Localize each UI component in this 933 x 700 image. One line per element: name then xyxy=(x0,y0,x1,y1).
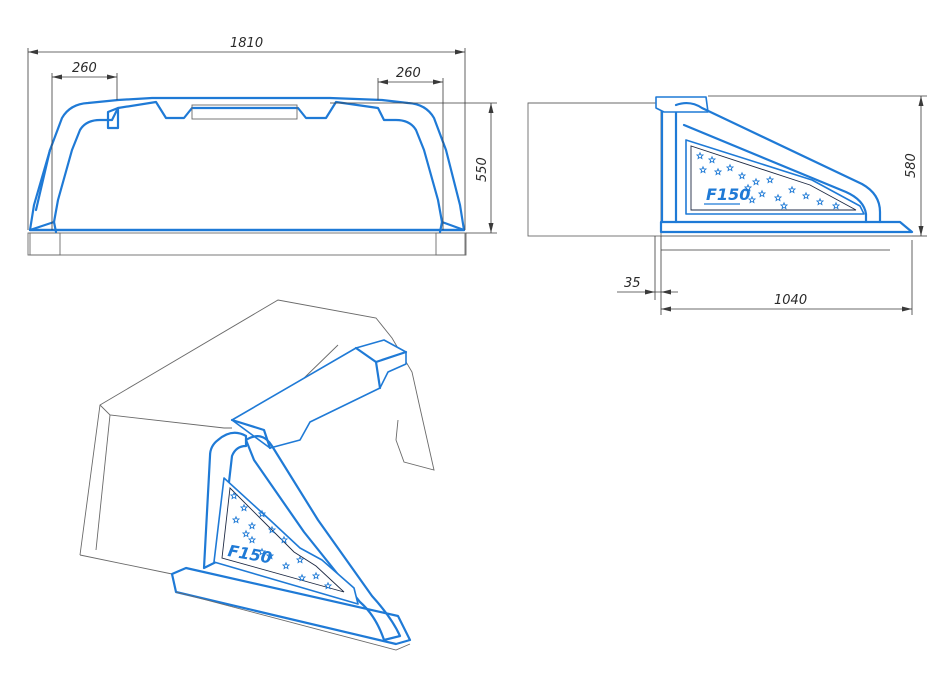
side-diagonal-tube xyxy=(674,101,882,224)
side-view: F150 xyxy=(527,96,914,251)
star-icon xyxy=(831,201,841,210)
star-icon xyxy=(747,195,757,204)
star-icon xyxy=(229,491,239,500)
iso-top-crossbar xyxy=(231,339,407,449)
star-icon xyxy=(779,201,789,210)
star-icon xyxy=(267,525,277,534)
iso-star-panel xyxy=(213,477,359,605)
front-left-base xyxy=(28,220,58,234)
star-icon xyxy=(698,165,708,174)
star-icon xyxy=(787,185,797,194)
front-light-bar xyxy=(191,104,298,120)
star-icon xyxy=(801,191,811,200)
star-icon xyxy=(247,521,257,530)
star-icon xyxy=(257,547,267,556)
front-dimensions: 1810 260 260 550 xyxy=(27,36,497,234)
dim-front-height: 550 xyxy=(475,157,490,182)
star-icon xyxy=(257,509,267,518)
star-icon xyxy=(757,189,767,198)
front-left-tube-highlight xyxy=(34,148,52,212)
front-view xyxy=(27,96,467,256)
star-icon xyxy=(281,561,291,570)
iso-stars xyxy=(229,491,333,590)
side-diagonal-tube-inner xyxy=(682,123,868,224)
star-icon xyxy=(725,163,735,172)
side-dimensions: 580 35 1040 xyxy=(617,95,927,315)
front-rollbar-inner xyxy=(52,100,444,224)
isometric-view: F150 xyxy=(79,299,435,651)
front-right-foot xyxy=(435,232,467,256)
star-icon xyxy=(279,535,289,544)
star-icon xyxy=(713,167,723,176)
star-icon xyxy=(743,183,753,192)
side-vertical-post xyxy=(660,103,678,224)
star-icon xyxy=(765,175,775,184)
iso-left-post xyxy=(202,431,248,570)
star-icon xyxy=(239,503,249,512)
star-icon xyxy=(773,193,783,202)
star-icon xyxy=(265,551,275,560)
front-bed-outline xyxy=(27,232,466,256)
front-right-base xyxy=(438,220,466,234)
star-icon xyxy=(737,171,747,180)
star-icon xyxy=(241,529,251,538)
star-icon xyxy=(323,581,333,590)
star-icon xyxy=(297,573,307,582)
side-logo: F150 xyxy=(706,185,750,204)
front-left-foot xyxy=(29,232,61,256)
iso-cab-outline xyxy=(79,299,435,556)
star-icon xyxy=(231,515,241,524)
star-icon xyxy=(311,571,321,580)
dim-side-height: 580 xyxy=(904,153,919,178)
side-bed-rail xyxy=(659,220,914,234)
dim-front-right-offset: 260 xyxy=(396,66,421,81)
dim-side-offset: 35 xyxy=(624,276,641,291)
star-icon xyxy=(707,155,717,164)
dim-front-width: 1810 xyxy=(230,36,263,51)
dim-side-length: 1040 xyxy=(774,293,807,308)
star-icon xyxy=(295,555,305,564)
front-left-clamp xyxy=(106,106,120,130)
star-icon xyxy=(247,535,257,544)
dim-front-left-offset: 260 xyxy=(72,61,97,76)
side-cab-outline xyxy=(527,102,662,237)
front-rollbar-outer xyxy=(28,96,466,232)
star-icon xyxy=(695,151,705,160)
star-icon xyxy=(815,197,825,206)
side-stars xyxy=(695,151,841,210)
star-icon xyxy=(751,177,761,186)
